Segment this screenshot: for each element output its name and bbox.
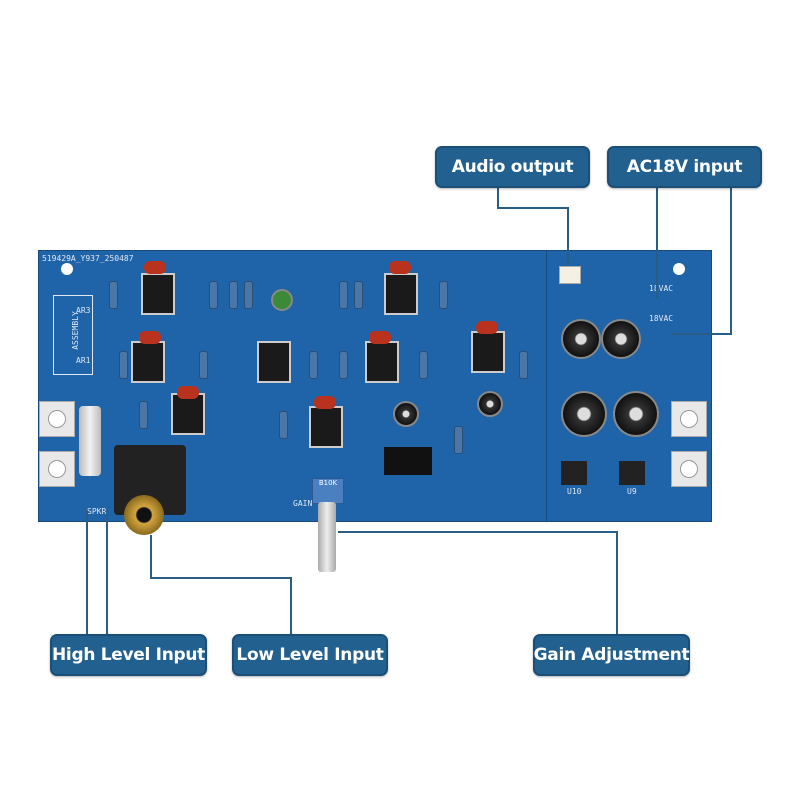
callout-line	[497, 188, 499, 208]
resistor	[199, 351, 208, 379]
callout-line	[497, 207, 569, 209]
audio-output-label: Audio output	[435, 146, 590, 188]
opamp	[471, 331, 505, 373]
resistor	[454, 426, 463, 454]
resistor	[439, 281, 448, 309]
resistor	[339, 351, 348, 379]
callout-line	[567, 207, 569, 265]
opamp	[365, 341, 399, 383]
callout-line	[656, 188, 658, 298]
resistor	[119, 351, 128, 379]
u10-label: U10	[567, 487, 582, 496]
capacitor	[139, 331, 161, 344]
electrolytic-capacitor	[561, 391, 607, 437]
ac-label-1: 18VAC	[649, 284, 674, 293]
resistor	[339, 281, 348, 309]
electrolytic-capacitor	[613, 391, 659, 437]
heatsink-pad	[39, 451, 75, 487]
ac18v-input-label: AC18V input	[607, 146, 762, 188]
spkr-label: SPKR	[87, 507, 107, 516]
heatsink-pad	[671, 401, 707, 437]
heatsink-pad	[39, 401, 75, 437]
mount-hole	[673, 263, 685, 275]
electrolytic-capacitor	[393, 401, 419, 427]
callout-line	[672, 333, 732, 335]
capacitor	[389, 261, 411, 274]
electrolytic-capacitor	[271, 289, 293, 311]
audio-output-connector	[559, 266, 581, 284]
resistor	[279, 411, 288, 439]
callout-line	[150, 577, 292, 579]
resistor	[354, 281, 363, 309]
resistor	[109, 281, 118, 309]
callout-line	[338, 531, 618, 533]
opamp	[171, 393, 205, 435]
ar1-text: AR1	[76, 356, 91, 365]
electrolytic-capacitor	[561, 319, 601, 359]
callout-line	[86, 510, 88, 634]
heatsink-pad	[671, 451, 707, 487]
opamp	[384, 273, 418, 315]
resistor	[519, 351, 528, 379]
low-level-input-label: Low Level Input	[232, 634, 388, 676]
assembly-box: ASSEMBLY AR3 AR1	[53, 295, 93, 375]
callout-line	[150, 535, 152, 579]
opamp	[131, 341, 165, 383]
gain-adjustment-label: Gain Adjustment	[533, 634, 690, 676]
mount-hole	[61, 263, 73, 275]
assembly-text: ASSEMBLY	[70, 311, 80, 350]
electrolytic-capacitor	[601, 319, 641, 359]
high-level-input-label: High Level Input	[50, 634, 207, 676]
opamp-u3	[141, 273, 175, 315]
resistor	[244, 281, 253, 309]
capacitor	[144, 261, 166, 274]
gain-label: GAIN	[293, 499, 313, 508]
capacitor	[177, 386, 199, 399]
callout-line	[616, 531, 618, 634]
u9-label: U9	[627, 487, 637, 496]
power-resistor	[79, 406, 101, 476]
resistor	[229, 281, 238, 309]
resistor	[209, 281, 218, 309]
opamp	[257, 341, 291, 383]
ar3-text: AR3	[76, 306, 91, 315]
capacitor	[369, 331, 391, 344]
resistor	[419, 351, 428, 379]
gain-potentiometer[interactable]: B10K	[312, 478, 344, 504]
pot-label: B10K	[318, 479, 338, 487]
capacitor	[476, 321, 498, 334]
resistor	[139, 401, 148, 429]
callout-line	[290, 577, 292, 634]
rca-socket	[124, 495, 164, 535]
callout-line	[730, 188, 732, 335]
callout-line	[106, 510, 108, 634]
electrolytic-capacitor	[477, 391, 503, 417]
resistor	[309, 351, 318, 379]
rectifier	[384, 447, 432, 475]
ac-label-2: 18VAC	[649, 314, 674, 323]
capacitor	[314, 396, 336, 409]
opamp	[309, 406, 343, 448]
board-serial: 519429A_Y937_250487	[42, 254, 134, 263]
pot-shaft[interactable]	[318, 502, 336, 572]
